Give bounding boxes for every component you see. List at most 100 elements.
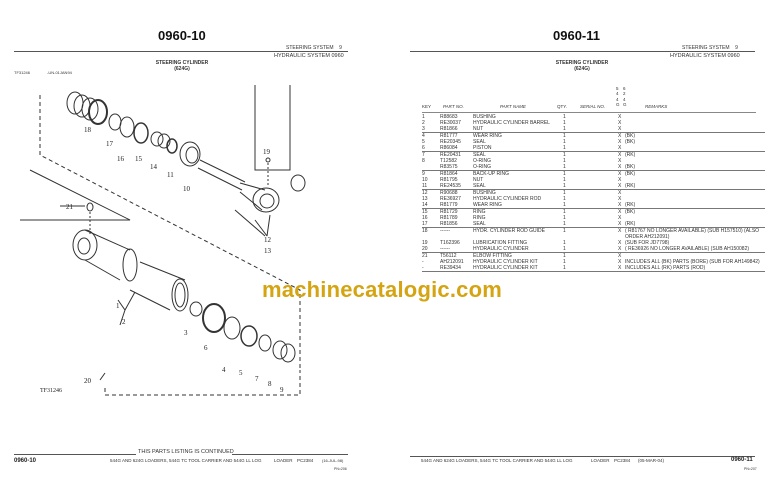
row-model-mark: X [618, 133, 622, 139]
col-part-no: PART NO. [443, 104, 464, 109]
right-page-number: 0960-11 [553, 28, 600, 43]
callout-11: 11 [167, 171, 174, 179]
row-qty: 1 [563, 177, 566, 183]
row-part-no: RE20345 [440, 139, 461, 145]
row-key: 1 [422, 114, 425, 120]
row-key: - [422, 259, 424, 265]
callout-2: 2 [122, 318, 126, 326]
row-part-name: LUBRICATION FITTING [473, 240, 528, 246]
row-part-no: RE24535 [440, 183, 473, 190]
row-part-name: HYDRAULIC CYLINDER KIT [473, 259, 538, 265]
row-qty: 1 [563, 183, 583, 190]
row-key: 14 [422, 202, 440, 209]
row-remarks [625, 145, 765, 152]
left-title: STEERING CYLINDER(624G) [150, 60, 214, 72]
row-part-no: R81789 [440, 215, 458, 221]
row-key: 4 [422, 133, 425, 139]
row-qty: 1 [563, 209, 566, 215]
row-remarks: (BK) [625, 209, 635, 215]
row-part-no: ------ [440, 246, 473, 253]
callout-18: 18 [84, 126, 92, 134]
row-qty: 1 [563, 152, 566, 158]
row-part-name: PISTON [473, 145, 563, 152]
row-serial [583, 221, 618, 228]
row-key: 18 [422, 228, 428, 234]
row-part-name: RING [473, 215, 486, 221]
row-qty: 1 [563, 202, 583, 209]
callout-10: 10 [183, 185, 191, 193]
row-model-mark: X [618, 126, 625, 133]
row-key: 16 [422, 215, 428, 221]
row-key: 21 [422, 253, 428, 259]
callout-6: 6 [204, 344, 208, 352]
row-part-name: BUSHING [473, 114, 496, 120]
subtitle: (624G) [574, 66, 590, 72]
callout-12: 12 [264, 236, 272, 244]
row-qty: 1 [563, 265, 583, 272]
title: STEERING CYLINDER [155, 60, 209, 66]
row-qty: 1 [563, 164, 583, 171]
continued-note: THIS PARTS LISTING IS CONTINUED [138, 449, 234, 455]
row-model-mark: X [618, 139, 622, 145]
row-part-no: R90688 [440, 190, 458, 196]
row-model-mark: X [618, 152, 622, 158]
row-part-no: R81779 [440, 202, 473, 209]
row-model-mark: X [618, 145, 625, 152]
callout-4: 4 [222, 366, 226, 374]
callout-19: 19 [263, 148, 271, 156]
row-key: 2 [422, 120, 425, 126]
row-part-no: T162396 [440, 240, 460, 246]
callout-3: 3 [184, 329, 188, 337]
row-qty: 1 [563, 126, 583, 133]
col-model-624g: 6 2 4 G [623, 86, 627, 107]
callout-1: 1 [116, 302, 120, 310]
callout-20: 20 [84, 377, 92, 385]
row-part-name: SEAL [473, 139, 486, 145]
left-page-number: 0960-10 [158, 28, 206, 43]
row-remarks: (BK) [625, 164, 765, 171]
row-key: 7 [422, 152, 425, 158]
row-remarks: (RK) [625, 152, 636, 158]
row-qty: 1 [563, 114, 566, 120]
left-footer-type: LOADER [274, 458, 293, 463]
row-key: 3 [422, 126, 440, 133]
row-key: 12 [422, 190, 428, 196]
row-part-name: BUSHING [473, 190, 496, 196]
row-model-mark: X [618, 259, 622, 265]
row-qty: 1 [563, 120, 566, 126]
row-key: 15 [422, 209, 428, 215]
right-footer-type: LOADER [591, 458, 610, 463]
row-part-no: R81864 [440, 171, 458, 177]
row-key: 19 [422, 240, 428, 246]
row-model-mark: X [618, 221, 625, 228]
dashed-guide [39, 95, 301, 370]
cylinder-rod [197, 159, 246, 191]
row-remarks: ( RE36926 NO LONGER AVAILABLE) (SUB AH15… [625, 246, 765, 253]
row-part-name: BACK-UP RING [473, 171, 510, 177]
left-footer-date: (16-JUL-98) [322, 458, 344, 463]
row-model-mark: X [618, 183, 625, 190]
callout-16: 16 [117, 155, 125, 163]
col-part-name: PART NAME [500, 104, 526, 109]
figure-code: -UN-01JAN94 [47, 70, 72, 75]
row-part-no: RE39434 [440, 265, 473, 272]
watermark: machinecatalogic.com [262, 277, 502, 302]
exploded-parts-diagram: 18 17 16 15 14 11 10 19 12 13 21 1 2 3 6… [20, 85, 306, 396]
row-part-no: T12582 [440, 158, 457, 164]
row-part-name: O-RING [473, 158, 492, 164]
cylinder-barrel [72, 229, 189, 312]
row-serial [583, 202, 618, 209]
left-section: STEERING SYSTEM 9 [286, 45, 342, 51]
col-qty: QTY. [557, 104, 567, 109]
